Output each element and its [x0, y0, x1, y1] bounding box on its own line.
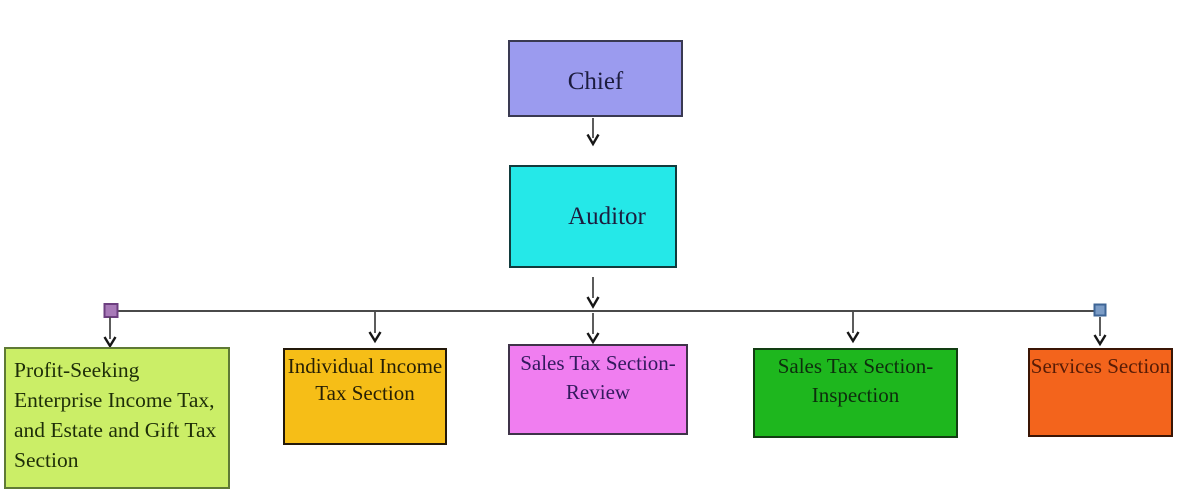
- arrowhead-chief-auditor-icon: [586, 133, 600, 147]
- section-label: Sales Tax Section-Inspection: [777, 354, 934, 407]
- node-auditor: Auditor: [509, 165, 677, 268]
- rail-right-handle-border-icon: [1093, 303, 1107, 317]
- arrowhead-section-5-icon: [1093, 334, 1107, 347]
- node-auditor-label: Auditor: [568, 202, 646, 230]
- node-chief: Chief: [508, 40, 683, 117]
- node-individual-income-tax-section: Individual Income Tax Section: [283, 348, 447, 445]
- node-sales-tax-inspection-section: Sales Tax Section-Inspection: [753, 348, 958, 438]
- section-label: Services Section: [1030, 354, 1171, 378]
- arrowhead-auditor-rail-icon: [586, 296, 600, 309]
- arrowhead-section-2-icon: [368, 331, 382, 344]
- rail-right-handle-icon: [1094, 304, 1106, 316]
- node-services-section: Services Section: [1028, 348, 1173, 437]
- arrowhead-section-4-icon: [846, 331, 860, 344]
- section-label: Profit-Seeking Enterprise Income Tax, an…: [14, 358, 217, 472]
- section-label: Individual Income Tax Section: [287, 354, 443, 405]
- rail-left-handle-border-icon: [103, 303, 119, 318]
- node-profit-seeking-enterprise-section: Profit-Seeking Enterprise Income Tax, an…: [4, 347, 230, 489]
- section-label: Sales Tax Section-Review: [520, 351, 676, 404]
- arrowhead-section-3-icon: [586, 332, 600, 345]
- rail-left-handle-icon: [104, 304, 118, 317]
- node-sales-tax-review-section: Sales Tax Section-Review: [508, 344, 688, 435]
- node-chief-label: Chief: [567, 67, 624, 95]
- arrowhead-section-1-icon: [103, 336, 117, 349]
